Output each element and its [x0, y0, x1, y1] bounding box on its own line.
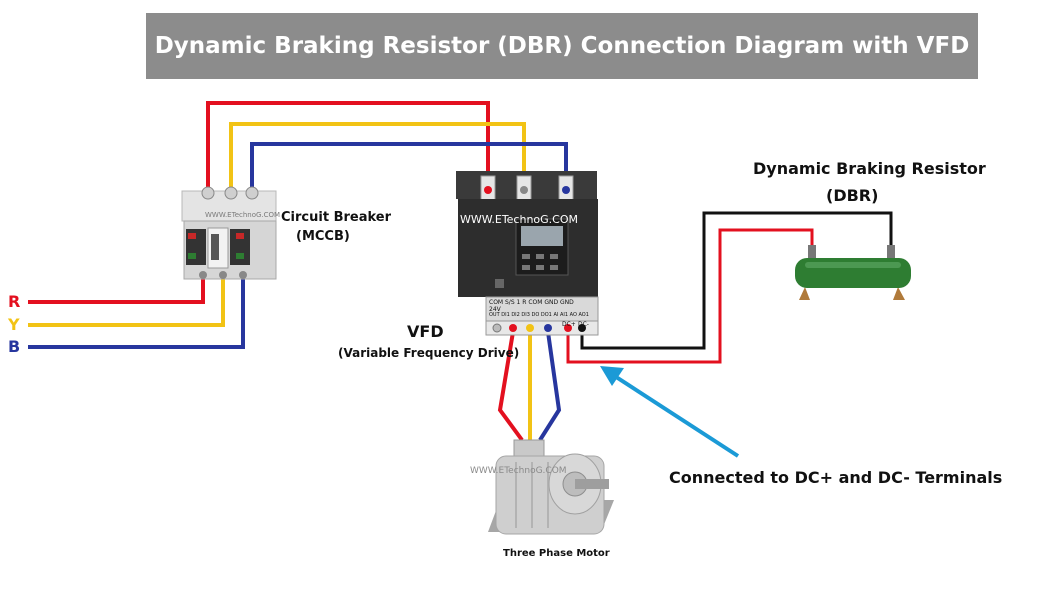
phase-r-label: R: [8, 292, 21, 311]
three-phase-motor: [488, 439, 614, 535]
dbr-sub-label: (DBR): [826, 186, 879, 205]
vfd-terminal-24v: 24V: [489, 306, 501, 313]
y-breaker-vfd-wire: [229, 122, 526, 195]
dbr-resistor: [795, 245, 911, 300]
r-motor-wire: [497, 331, 524, 442]
vfd-sub-label: (Variable Frequency Drive): [338, 346, 520, 360]
diagram-title: Dynamic Braking Resistor (DBR) Connectio…: [154, 33, 970, 59]
supply-lines: [28, 272, 245, 349]
dc-wires: [566, 211, 893, 364]
y-input-wire: [28, 272, 225, 327]
dc-plus-wire: [566, 228, 814, 364]
vfd-unit: [456, 171, 599, 336]
motor-watermark: WWW.ETechnoG.COM: [470, 466, 567, 476]
vfd-terminal-row1: COM S/S 1 R COM GND GND: [489, 299, 574, 306]
vfd-terminal-row2: OUT DI1 DI2 DI3 DO DO1 AI AI1 AO AO1: [489, 312, 589, 318]
b-input-wire: [28, 272, 245, 349]
vfd-to-motor-wires: [497, 331, 562, 442]
breaker-sub-label: (MCCB): [296, 229, 350, 244]
circuit-breaker: [181, 186, 277, 280]
b-motor-wire: [538, 331, 562, 442]
annotation-label: Connected to DC+ and DC- Terminals: [669, 468, 1003, 487]
dbr-label: Dynamic Braking Resistor: [753, 159, 986, 178]
vfd-dc-plus-label: DC+: [562, 321, 576, 328]
motor-label: Three Phase Motor: [503, 548, 610, 559]
breaker-watermark: WWW.ETechnoG.COM: [205, 211, 281, 219]
vfd-label: VFD: [407, 322, 444, 341]
annotation-arrow: [600, 366, 740, 458]
vfd-dc-minus-label: DC-: [578, 321, 589, 328]
breaker-label: Circuit Breaker: [281, 210, 391, 225]
b-breaker-vfd-wire: [250, 142, 568, 195]
phase-y-label: Y: [8, 315, 20, 334]
dc-minus-wire: [580, 211, 893, 350]
breaker-to-vfd-wires: [206, 101, 568, 195]
phase-b-label: B: [8, 337, 21, 356]
title-banner: Dynamic Braking Resistor (DBR) Connectio…: [146, 13, 978, 79]
r-input-wire: [28, 272, 205, 304]
vfd-watermark: WWW.ETechnoG.COM: [460, 213, 579, 226]
